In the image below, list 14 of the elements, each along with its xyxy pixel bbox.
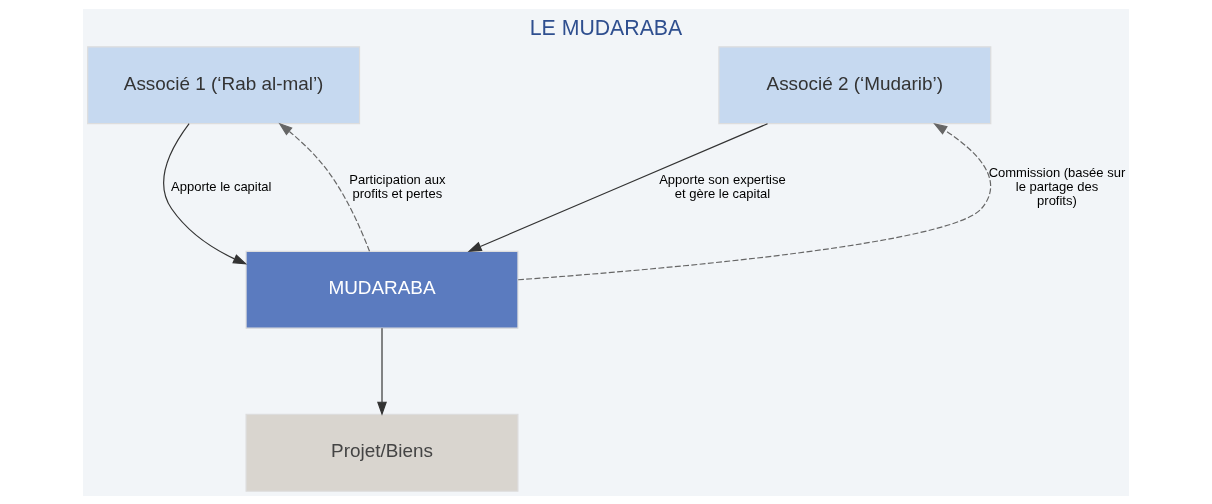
edge-label: Commission (basée sur le partage des profits)	[988, 164, 1126, 208]
edge-label: Participation aux profits et pertes	[349, 171, 446, 201]
node-box: Associé 1 (‘Rab al-mal’)	[87, 45, 361, 124]
node-box: MUDARABA	[245, 250, 519, 329]
edge-label: Apporte son expertise et gère le capital	[659, 171, 786, 201]
edge-label: Apporte le capital	[171, 178, 272, 194]
arrow	[278, 122, 371, 252]
arrow	[377, 327, 387, 416]
node-box: Projet/Biens	[245, 413, 519, 492]
diagram-title: LE MUDARABA	[529, 15, 683, 40]
arrow	[517, 122, 992, 280]
arrow	[467, 122, 769, 252]
node-box: Associé 2 (‘Mudarib’)	[718, 45, 992, 124]
arrow	[163, 122, 248, 264]
